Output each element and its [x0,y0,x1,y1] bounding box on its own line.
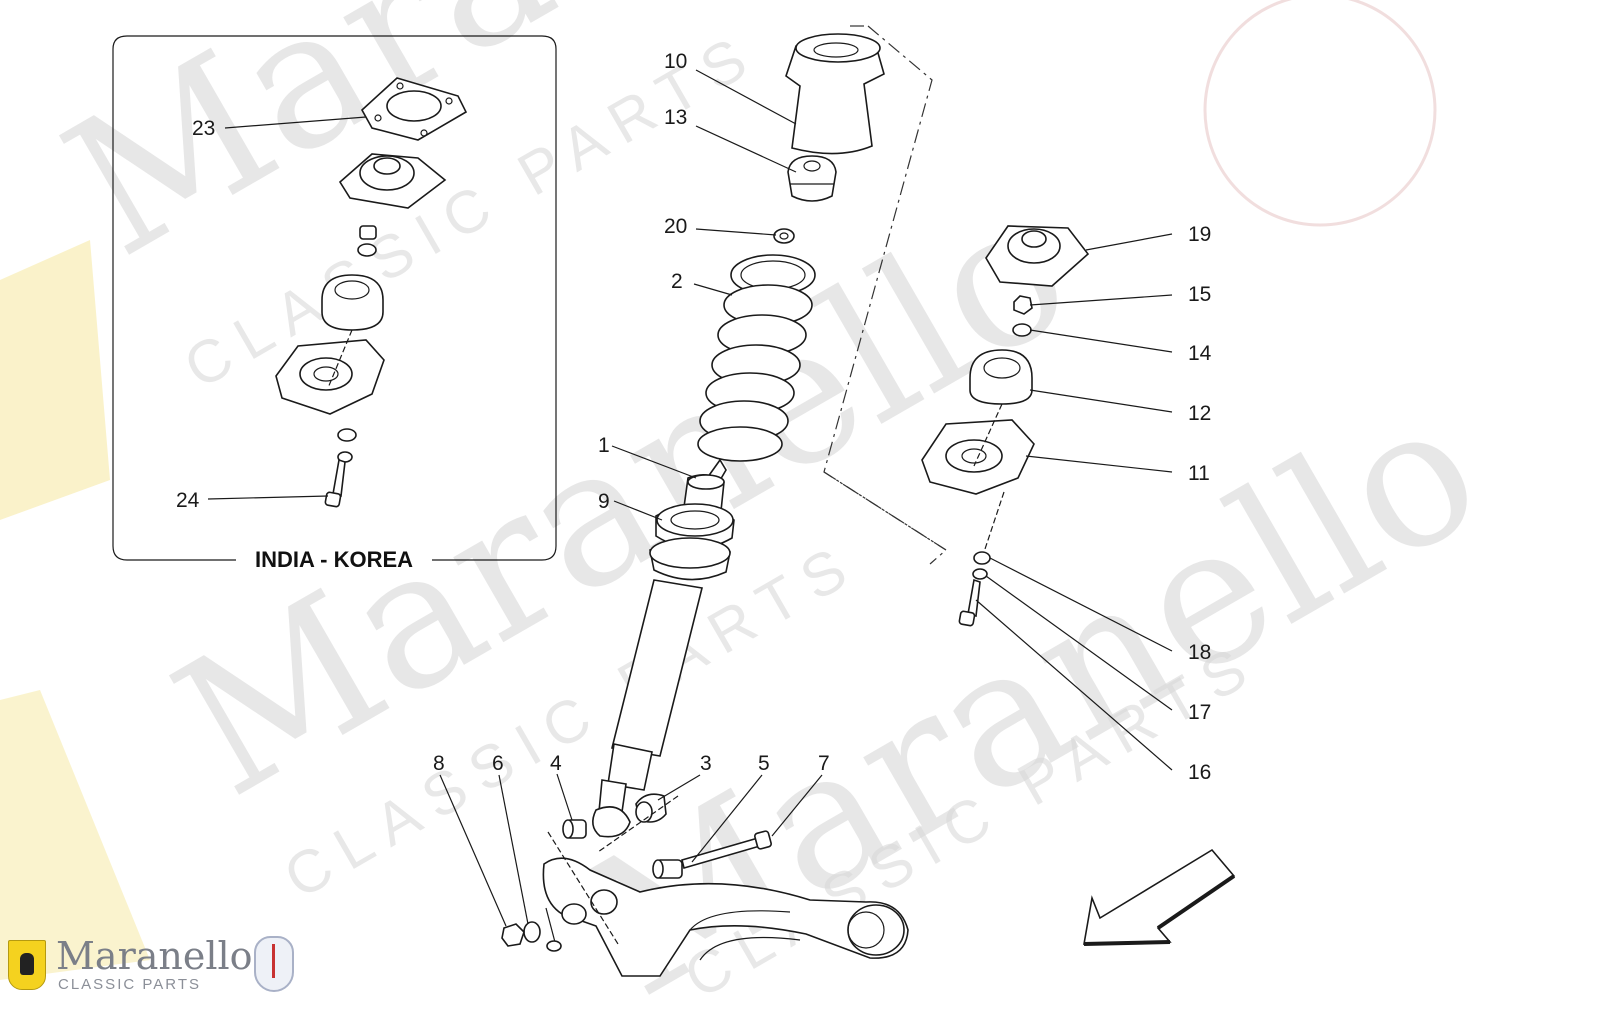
inset-nut [359,225,377,240]
callout-19: 19 [1188,223,1211,246]
callout-2: 2 [671,270,683,293]
faded-shield-icon [0,690,150,980]
lower-control-arm [542,857,909,977]
inset-panel: INDIA - KOREA [112,35,557,572]
callout-15: 15 [1188,283,1211,306]
part-13-bump-stop [787,155,837,202]
callout-14: 14 [1188,342,1212,365]
callout-23: 23 [192,117,215,140]
callout-11: 11 [1188,462,1210,485]
inset-washer [337,428,357,442]
part-6-washer [523,921,541,943]
watermark: Maranello Maranello Maranello CLASSIC PA… [32,0,1514,1010]
part-15-nut [1013,295,1033,315]
callout-4: 4 [550,752,562,775]
inset-label: INDIA - KOREA [255,547,413,572]
part-20-washer [773,228,795,244]
part-3-bushing [635,793,667,823]
callout-18: 18 [1188,641,1211,664]
callout-16: 16 [1188,761,1211,784]
callout-20: 20 [664,215,687,238]
callout-10: 10 [664,50,687,73]
prancing-horse-shield-icon [8,940,46,990]
part-16-bolt [958,578,981,627]
part-8-nut [501,923,525,947]
callout-3: 3 [700,752,712,775]
callout-5: 5 [758,752,770,775]
brand-logo: Maranello CLASSIC PARTS [4,934,304,1004]
faded-shield-icon [0,240,110,520]
part-17-washer [972,568,988,580]
part-14-washer [1012,323,1032,337]
brand-subtitle: CLASSIC PARTS [58,976,201,993]
part-2-coil-spring [697,254,816,462]
trident-emblem-icon [254,936,294,992]
part-19-top-mount [985,225,1090,287]
part-10-dust-boot [785,33,885,155]
callout-numbers: 23 24 10 13 20 2 1 9 19 15 14 12 11 18 1… [176,50,1212,784]
part-4-sleeve [562,819,587,839]
inset-border [112,35,557,561]
part-1-shock-absorber [592,458,735,838]
arrow-icon [1083,848,1236,946]
inset-plate-23 [360,77,468,141]
inset-top-mount [338,153,447,209]
part-12-bump-stop [969,349,1033,405]
callout-13: 13 [664,106,687,129]
brand-name: Maranello [56,934,253,978]
inset-lower-plate [275,339,385,415]
faded-emblem-icon [1203,0,1437,227]
callout-1: 1 [598,434,610,457]
callout-7: 7 [818,752,830,775]
callout-12: 12 [1188,402,1211,425]
part-5-sleeve [652,859,683,879]
inset-bump-stop [321,274,384,331]
part-7-bolt [681,830,772,869]
callout-17: 17 [1188,701,1211,724]
callout-9: 9 [598,490,610,513]
callout-6: 6 [492,752,504,775]
callout-8: 8 [433,752,445,775]
part-18-washer [973,551,991,565]
inset-bolt-24 [324,458,346,508]
leader-lines [207,69,1173,927]
callout-24: 24 [176,489,200,512]
inset-washer [357,243,377,257]
assembly-link-lines [823,25,947,565]
